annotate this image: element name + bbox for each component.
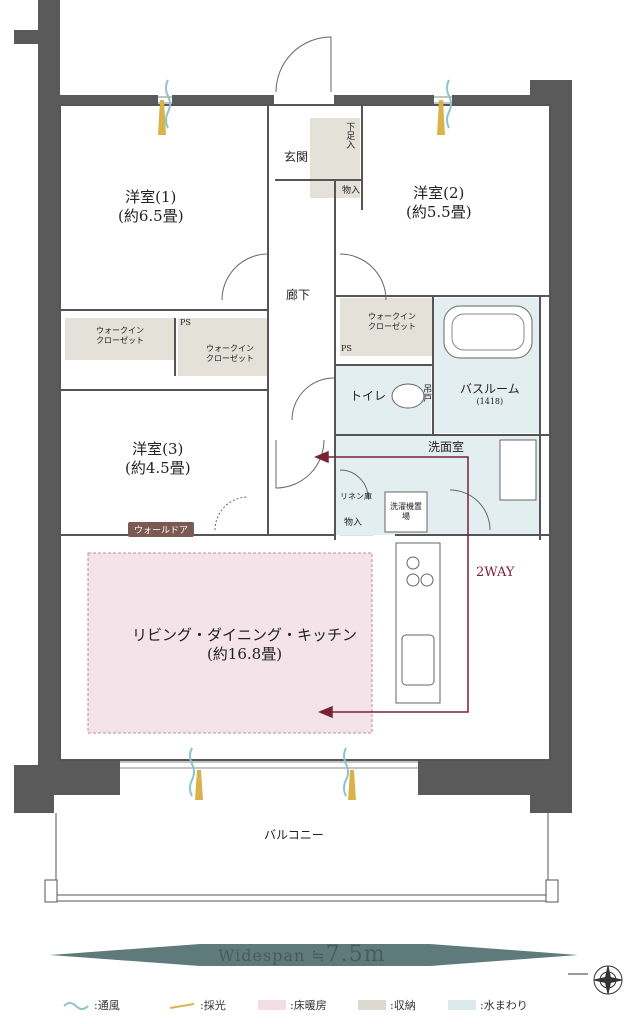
ventilation-wave-icon — [63, 1002, 89, 1010]
legend-storage: :収納 — [358, 995, 416, 1015]
kitchen-counter — [395, 542, 441, 704]
entrance-label: 玄関 — [284, 150, 309, 164]
widespan-value: 7.5m — [325, 942, 386, 967]
balcony-rail — [44, 813, 559, 903]
room-western-1: 洋室(1)(約6.5畳) — [118, 188, 184, 225]
compass-icon — [568, 965, 623, 995]
legend-floor-heating: :床暖房 — [258, 995, 327, 1015]
floor-heating-area — [87, 552, 373, 734]
wall-door-tag: ウォールドア — [128, 522, 195, 537]
widespan-label: Widespan ≒7.5m — [218, 942, 386, 967]
balcony-label: バルコニー — [264, 828, 324, 842]
legend-ventilation: :通風 — [62, 995, 120, 1015]
interior-walls — [59, 104, 551, 761]
kitchen-sink — [401, 634, 435, 686]
shoe-storage-label: 下足入 — [344, 122, 355, 149]
corridor-label: 廊下 — [286, 288, 311, 302]
washer-spot — [384, 491, 428, 533]
daylight-icon — [158, 100, 445, 800]
washer-label: 洗濯機置場 — [390, 502, 422, 521]
legend-water: :水まわり — [448, 995, 528, 1015]
stove-burner — [420, 573, 434, 587]
toilet-shelf-label: 吊戸 — [421, 384, 432, 402]
wic-2-label: ウォークイン クローゼット — [206, 344, 254, 363]
wic-3-label: ウォークイン クローゼット — [368, 312, 416, 331]
widespan-approx: ≒ — [311, 946, 326, 965]
two-way-label: 2WAY — [476, 565, 515, 580]
storage-label: 物入 — [342, 186, 361, 196]
bath-label: バスルーム(1418) — [460, 382, 520, 406]
linen-label: リネン庫 — [340, 492, 372, 501]
wic-1-label: ウォークイン クローゼット — [96, 326, 144, 345]
widespan-arrow — [50, 944, 578, 966]
room-western-3: 洋室(3)(約4.5畳) — [125, 440, 191, 477]
daylight-icon — [170, 1003, 194, 1009]
toilet-bowl — [391, 383, 425, 409]
room-western-2: 洋室(2)(約5.5畳) — [406, 184, 472, 221]
floor-heating-swatch — [258, 1000, 286, 1010]
legend-daylight: :採光 — [168, 995, 226, 1015]
stove-burner — [406, 573, 420, 587]
bathtub — [443, 305, 533, 359]
doors — [214, 36, 491, 531]
storage-swatch — [358, 1000, 386, 1010]
windows — [120, 96, 452, 769]
ps-1-label: PS — [180, 318, 191, 327]
washroom-label: 洗面室 — [428, 440, 465, 454]
water-area-swatch — [448, 1000, 476, 1010]
toilet-label: トイレ — [350, 389, 387, 403]
ps-2-label: PS — [341, 344, 352, 353]
storage2-label: 物入 — [344, 518, 363, 528]
stove-burner — [406, 556, 420, 570]
widespan-text: Widespan — [218, 946, 306, 965]
walls — [14, 0, 572, 813]
ventilation-wave-icon — [165, 79, 452, 797]
two-way-arrow — [314, 450, 469, 719]
washbasin — [499, 439, 537, 501]
ldk-label: リビング・ダイニング・キッチン(約16.8畳) — [132, 626, 358, 663]
